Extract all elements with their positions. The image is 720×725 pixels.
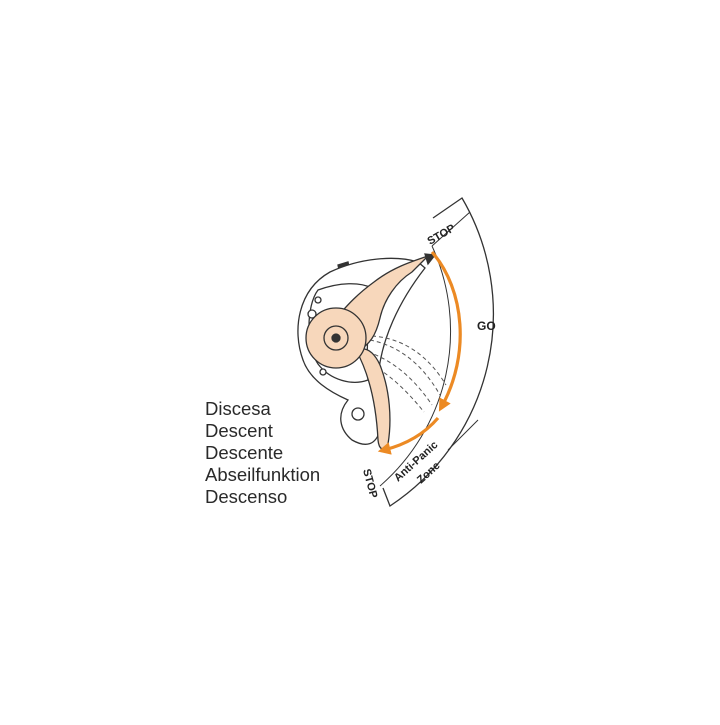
- stop-bottom-label: STOP: [360, 468, 379, 500]
- caption-line-fr: Descente: [205, 442, 284, 463]
- ghost-handle-positions: [365, 335, 447, 413]
- descent-caption: Discesa Descent Descente Abseilfunktion …: [205, 398, 320, 508]
- stop-divider: [431, 211, 471, 247]
- caption-line-de: Abseilfunktion: [205, 464, 321, 485]
- caption-line-en: Descent: [205, 420, 273, 441]
- anti-panic-arrow: [377, 416, 440, 455]
- stop-top-label: STOP: [426, 222, 458, 247]
- scale-band: [379, 197, 495, 507]
- go-arrow: [430, 250, 462, 412]
- caption-line-it: Discesa: [205, 398, 271, 419]
- handle: [305, 253, 437, 450]
- go-label: GO: [477, 319, 496, 333]
- zone-divider: [447, 419, 479, 451]
- caption-line-es: Descenso: [205, 486, 288, 507]
